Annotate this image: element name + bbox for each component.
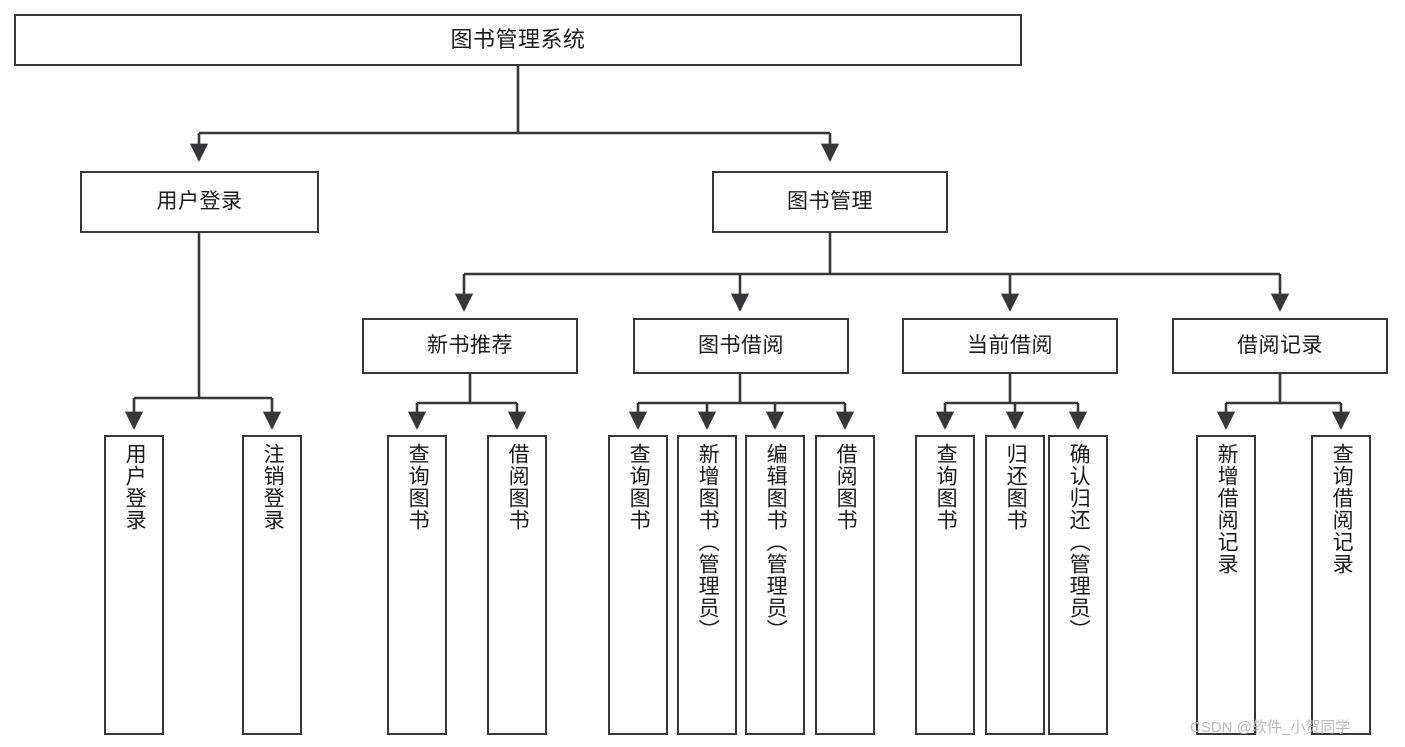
leaf-current-return-book[interactable]: 归还图书 [985,435,1045,735]
node-label: 借阅图书 [834,443,858,531]
leaf-user-login-logout[interactable]: 注销登录 [242,435,302,735]
node-label: 编辑图书（管理员） [764,443,788,641]
watermark: CSDN @软件_小贺同学 [1190,719,1351,736]
node-user-login[interactable]: 用户登录 [80,171,319,233]
node-book-borrow[interactable]: 图书借阅 [633,318,849,374]
node-label: 查询图书 [406,443,430,531]
node-label: 查询图书 [627,443,651,531]
leaf-borrow-borrow-book[interactable]: 借阅图书 [815,435,875,735]
leaf-recommend-borrow-book[interactable]: 借阅图书 [487,435,547,735]
node-label: 图书管理 [787,189,873,213]
node-label: 归还图书 [1004,443,1028,531]
node-label: 新书推荐 [427,333,513,357]
node-label: 用户登录 [123,443,147,531]
leaf-record-add-record[interactable]: 新增借阅记录 [1196,435,1256,735]
leaf-current-confirm-return[interactable]: 确认归还（管理员） [1048,435,1108,735]
leaf-borrow-edit-book[interactable]: 编辑图书（管理员） [745,435,805,735]
leaf-current-query-book[interactable]: 查询图书 [915,435,975,735]
node-label: 注销登录 [261,443,285,531]
leaf-record-query-record[interactable]: 查询借阅记录 [1311,435,1371,735]
node-label: 查询图书 [934,443,958,531]
node-label: 查询借阅记录 [1330,443,1354,575]
node-label: 借阅图书 [506,443,530,531]
node-label: 新增借阅记录 [1215,443,1239,575]
node-borrow-record[interactable]: 借阅记录 [1172,318,1388,374]
node-current-borrow[interactable]: 当前借阅 [902,318,1118,374]
node-label: 当前借阅 [967,333,1053,357]
node-root-system[interactable]: 图书管理系统 [14,14,1022,66]
node-label: 图书管理系统 [450,27,586,53]
leaf-borrow-add-book[interactable]: 新增图书（管理员） [677,435,737,735]
node-label: 借阅记录 [1237,333,1323,357]
node-label: 用户登录 [156,189,243,213]
node-label: 图书借阅 [698,333,784,357]
node-new-book-recommend[interactable]: 新书推荐 [362,318,578,374]
node-label: 确认归还（管理员） [1067,443,1091,641]
node-book-management[interactable]: 图书管理 [712,171,948,233]
leaf-borrow-query-book[interactable]: 查询图书 [608,435,668,735]
leaf-recommend-query-book[interactable]: 查询图书 [387,435,447,735]
node-label: 新增图书（管理员） [696,443,720,641]
leaf-user-login-login[interactable]: 用户登录 [104,435,164,735]
